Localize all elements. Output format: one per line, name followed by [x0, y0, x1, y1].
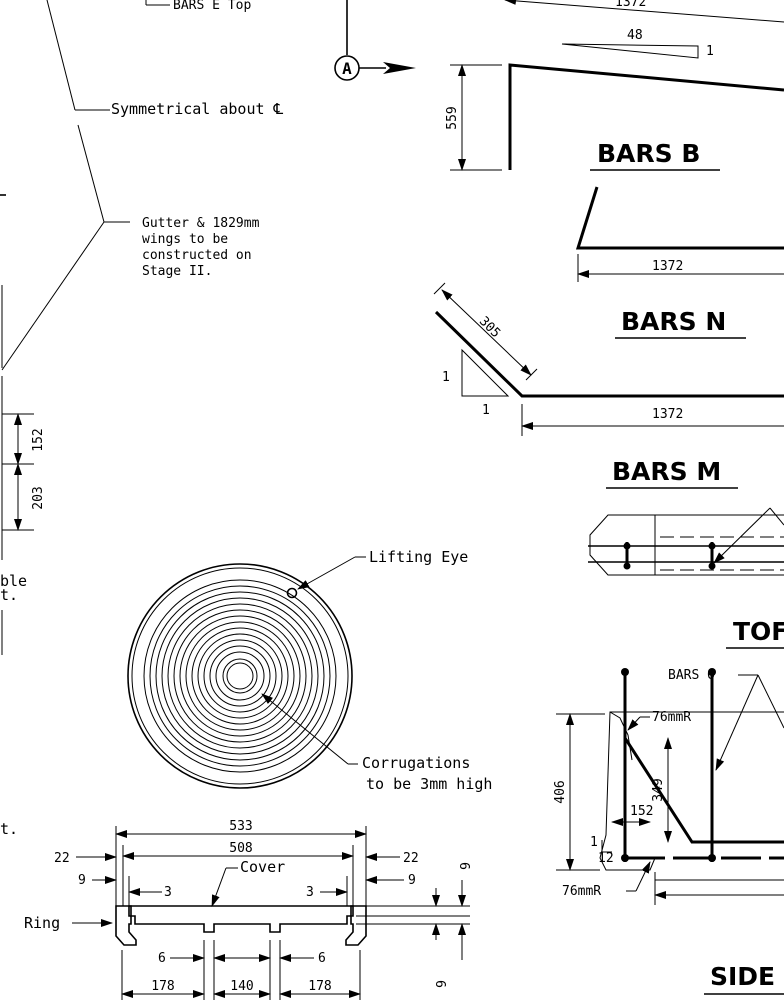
dim-203: 203	[31, 486, 46, 509]
left-fragment-3: t.	[0, 820, 18, 838]
lifting-eye-icon	[286, 587, 298, 599]
gutter-note-line1: Gutter & 1829mm	[142, 216, 260, 231]
cover-ring-section: 533 508 22 22 9 9 3 3 Cover Ring	[24, 819, 474, 1000]
dim-1372-n: 1372	[652, 259, 683, 274]
section-marker-label: A	[342, 59, 352, 78]
dim-140: 140	[230, 979, 253, 994]
dim-559: 559	[445, 106, 460, 129]
gutter-note-line4: Stage II.	[142, 264, 212, 279]
radius-76-bottom: 76mmR	[562, 884, 601, 899]
title-bars-b: BARS B	[597, 139, 700, 168]
title-bars-m: BARS M	[612, 457, 721, 486]
dim-349: 349	[651, 778, 666, 801]
left-notes: BARS E Top Symmetrical about ℄ Gutter & …	[0, 0, 284, 838]
left-fragment-2: t.	[0, 586, 18, 604]
title-bars-n: BARS N	[621, 307, 726, 336]
left-fragment-1: ble	[0, 572, 27, 590]
radius-76-top: 76mmR	[652, 710, 691, 725]
cover-note: Cover	[240, 858, 285, 876]
ring-note: Ring	[24, 914, 60, 932]
corrugations-note-line2: to be 3mm high	[366, 775, 492, 793]
dim-152-side: 152	[630, 804, 653, 819]
lifting-eye-note: Lifting Eye	[369, 548, 468, 566]
side-section-detail: BARS O 76mmR 406 349 152	[553, 668, 784, 995]
dim-9-vertical-bottom: 9	[435, 980, 450, 988]
dim-3-left: 3	[164, 885, 172, 900]
dim-305: 305	[476, 314, 503, 341]
dim-406: 406	[553, 780, 568, 803]
dim-9-right: 9	[408, 873, 416, 888]
bars-e-top-note: BARS E Top	[173, 0, 251, 13]
manhole-cover-plan: Lifting Eye Corrugations to be 3mm high	[127, 548, 492, 793]
dim-6-right: 6	[318, 951, 326, 966]
dim-1-bars-b: 1	[706, 44, 714, 59]
dim-152: 152	[31, 428, 46, 451]
dim-48: 48	[627, 28, 643, 43]
dim-508: 508	[229, 841, 252, 856]
dim-12-side: 12	[598, 851, 614, 866]
top-plan-detail: TOF	[588, 507, 784, 649]
dim-178-left: 178	[151, 979, 174, 994]
bars-n-detail: 1372 BARS N	[575, 186, 784, 339]
dim-6-left: 6	[158, 951, 166, 966]
dim-1372-m: 1372	[652, 407, 683, 422]
dim-22-left: 22	[54, 851, 70, 866]
section-marker-a: A	[334, 0, 416, 81]
gutter-note-line3: constructed on	[142, 248, 252, 263]
dim-9-left: 9	[78, 873, 86, 888]
dim-533: 533	[229, 819, 252, 834]
bars-m-detail: 305 1 1 1372 BARS M	[433, 282, 784, 489]
dim-1-m-vertical: 1	[442, 370, 450, 385]
gutter-note-line2: wings to be	[142, 232, 228, 247]
bars-b-detail: 1372 48 1 559 BARS B	[445, 0, 784, 171]
symmetrical-note: Symmetrical about ℄	[111, 100, 284, 118]
dim-3-right: 3	[306, 885, 314, 900]
dim-9-vertical-top: 9	[459, 862, 474, 870]
dim-178-right: 178	[308, 979, 331, 994]
dim-22-right: 22	[403, 851, 419, 866]
dim-1-m-horizontal: 1	[482, 403, 490, 418]
title-side: SIDE	[710, 962, 775, 991]
title-top: TOF	[733, 617, 784, 646]
dim-1-side: 1	[590, 835, 598, 850]
dim-1372-top: 1372	[615, 0, 646, 10]
bars-o-label: BARS O	[668, 668, 715, 683]
corrugations-note-line1: Corrugations	[362, 754, 470, 772]
